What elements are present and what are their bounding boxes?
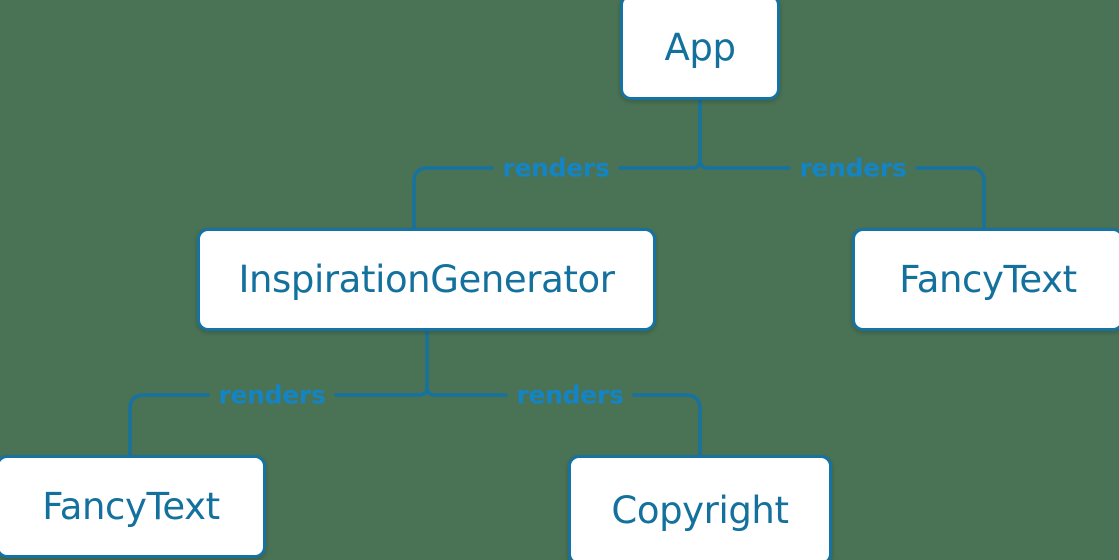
node-inspiration-generator-label: InspirationGenerator: [238, 258, 615, 301]
edge-inspiration-stem: [417, 329, 429, 397]
node-copyright-label: Copyright: [611, 488, 789, 532]
edge-label-app-to-inspiration-generator: renders: [493, 155, 619, 181]
node-app[interactable]: App: [620, 0, 780, 100]
node-inspiration-generator[interactable]: InspirationGenerator: [197, 228, 656, 331]
edge-app-stem-right: [698, 158, 710, 170]
node-fancytext-right-label: FancyText: [899, 258, 1077, 301]
edge-app-stem: [690, 98, 702, 170]
edge-label-app-to-fancytext-right: renders: [790, 155, 916, 181]
node-fancytext-left[interactable]: FancyText: [0, 455, 266, 558]
edge-label-inspiration-generator-to-fancytext-left: renders: [209, 382, 335, 408]
node-fancytext-right[interactable]: FancyText: [852, 228, 1119, 331]
edge-inspiration-stem-right: [425, 385, 437, 397]
edge-label-inspiration-generator-to-copyright: renders: [507, 382, 633, 408]
node-fancytext-left-label: FancyText: [42, 485, 220, 528]
node-app-label: App: [664, 25, 736, 69]
node-copyright[interactable]: Copyright: [568, 455, 832, 560]
